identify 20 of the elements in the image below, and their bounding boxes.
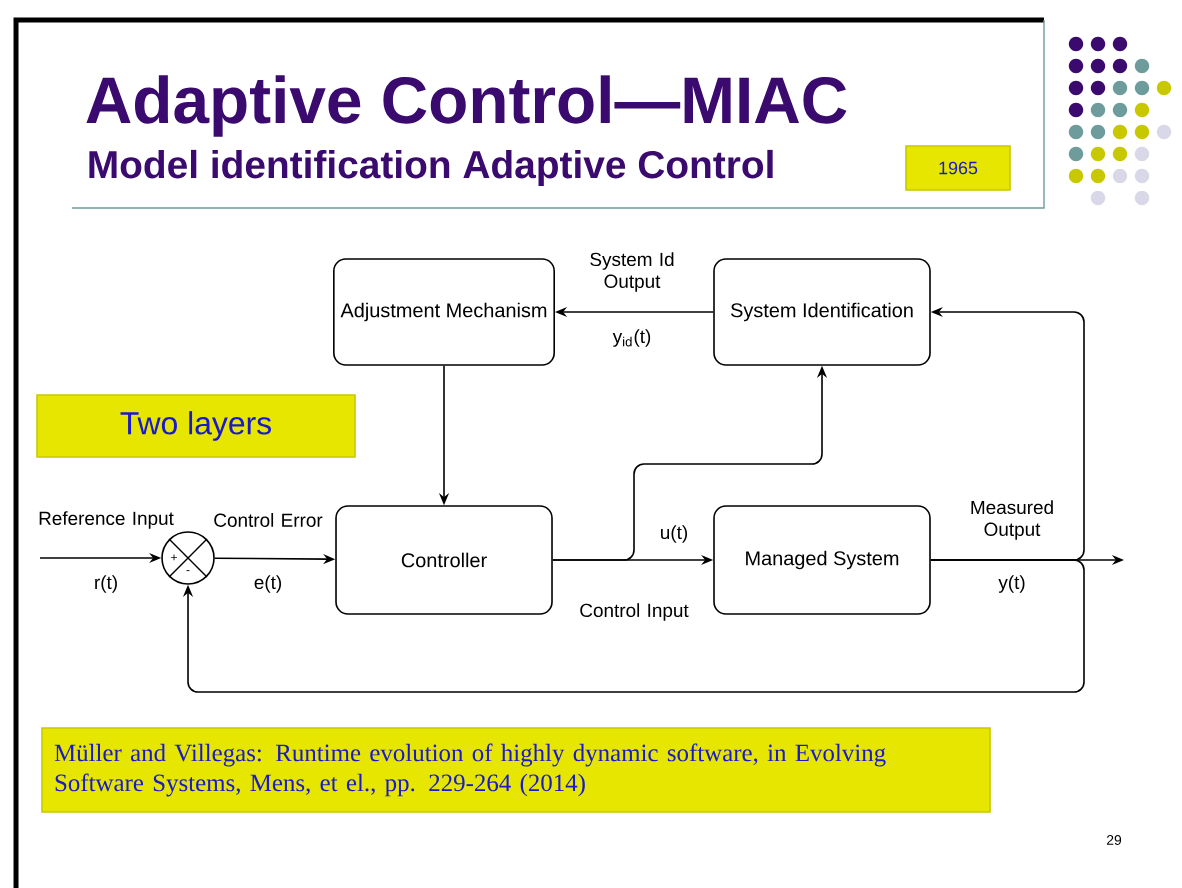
signal-label: e(t) xyxy=(254,575,282,593)
banner: Two layers xyxy=(36,394,356,458)
signal-label: Measured Output xyxy=(971,500,1053,540)
arrow xyxy=(182,559,1085,693)
process-box: Controller xyxy=(335,505,553,615)
signal-label: Control Input xyxy=(580,603,689,621)
signal-label: y$_{id}$(t) xyxy=(612,329,651,347)
signal-label: u(t) xyxy=(661,525,688,543)
process-box: System Identification xyxy=(713,258,931,366)
signal-label: Control Error xyxy=(214,513,323,527)
signal-label: Reference Input xyxy=(39,511,174,529)
title: Adaptive Control—MIAC xyxy=(86,75,847,137)
signal-label: r(t) xyxy=(95,575,117,593)
process-box: Adjustment Mechanism xyxy=(333,258,555,366)
subtitle: Model identification Adaptive Control xyxy=(89,149,773,187)
signal-label: y(t) xyxy=(998,575,1025,593)
citation-box: Müller and Villegas: Runtime evolution of highly dynamic software, in Evolving Software Systems, Mens, et el., pp. 229-264 (2014) xyxy=(41,727,991,813)
process-box: Managed System xyxy=(713,505,931,615)
signal-label: System Id Output xyxy=(590,252,674,292)
year-tag: 1965 xyxy=(905,145,1011,191)
